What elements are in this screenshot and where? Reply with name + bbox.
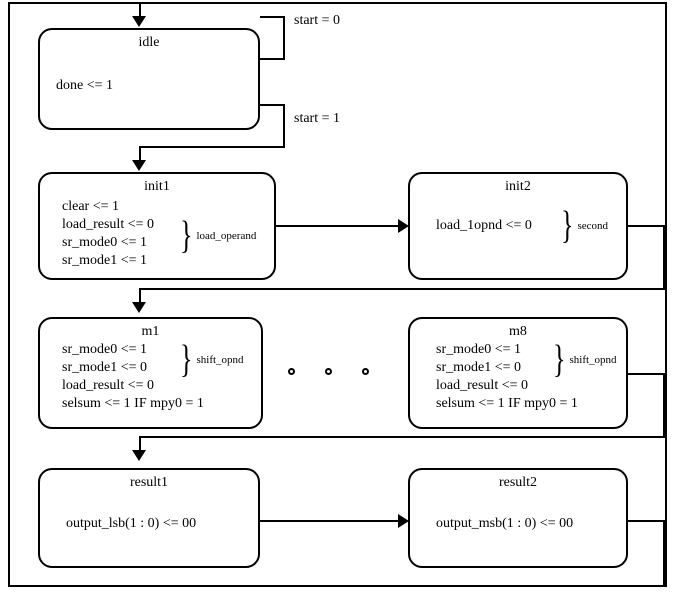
start0-line-h-top <box>260 16 285 18</box>
action-line: selsum <= 1 IF mpy0 = 1 <box>62 396 204 411</box>
state-init2-actions: load_1opnd <= 0 <box>436 217 532 235</box>
action-line: done <= 1 <box>56 78 114 93</box>
state-m1-brace-label: shift_opnd <box>196 354 244 366</box>
state-init2-brace-group: } second <box>561 206 609 245</box>
state-result1-title: result1 <box>129 475 169 490</box>
entry-arrow-m1 <box>132 302 146 313</box>
curly-brace-icon: } <box>561 203 574 247</box>
feedback-m8-h-out <box>628 373 665 375</box>
action-line: load_result <= 0 <box>62 378 154 393</box>
state-m1[interactable]: m1 sr_mode0 <= 1 sr_mode1 <= 0 load_resu… <box>38 317 263 429</box>
action-line: sr_mode0 <= 1 <box>62 235 148 250</box>
feedback-init2-v <box>663 225 665 290</box>
start0-line-h-bottom <box>258 58 285 60</box>
start0-line-v <box>283 16 285 60</box>
entry-arrow-result1 <box>132 450 146 461</box>
state-idle-title: idle <box>138 35 160 50</box>
start1-line-h-top <box>258 104 285 106</box>
action-line: output_lsb(1 : 0) <= 00 <box>66 516 197 531</box>
edge-init1-to-init2 <box>276 225 398 227</box>
ellipsis-dot-1 <box>288 368 295 375</box>
transition-label-start-1: start = 1 <box>294 111 340 126</box>
entry-arrow-idle <box>132 16 146 27</box>
action-line: sr_mode1 <= 0 <box>436 360 522 375</box>
feedback-init2-drop <box>139 288 141 302</box>
action-line: sr_mode0 <= 1 <box>62 342 148 357</box>
state-result2-actions: output_msb(1 : 0) <= 00 <box>436 515 573 533</box>
state-idle-actions: done <= 1 <box>56 77 113 95</box>
arrow-result1-to-result2 <box>398 514 409 528</box>
state-init1-brace-group: } load_operand <box>180 216 257 255</box>
feedback-result2-h-out <box>628 520 665 522</box>
start1-drop-line <box>139 146 141 160</box>
state-result2[interactable]: result2 output_msb(1 : 0) <= 00 <box>408 468 628 568</box>
diagram-outer-frame <box>8 2 667 587</box>
start1-line-v <box>283 104 285 148</box>
action-line: sr_mode1 <= 1 <box>62 253 148 268</box>
state-init1-actions: clear <= 1 load_result <= 0 sr_mode0 <= … <box>62 198 154 270</box>
action-line: selsum <= 1 IF mpy0 = 1 <box>436 396 578 411</box>
ellipsis-dot-2 <box>325 368 332 375</box>
feedback-result2-v <box>663 520 665 585</box>
transition-label-start-0: start = 0 <box>294 13 340 28</box>
state-idle[interactable]: idle done <= 1 <box>38 28 260 130</box>
feedback-m8-h-back <box>139 436 665 438</box>
state-init2-title: init2 <box>505 179 531 194</box>
entry-arrow-init1 <box>132 160 146 171</box>
arrow-init1-to-init2 <box>398 219 409 233</box>
action-line: clear <= 1 <box>62 199 119 214</box>
ellipsis-dot-3 <box>362 368 369 375</box>
state-result1-actions: output_lsb(1 : 0) <= 00 <box>66 515 196 533</box>
state-init2-brace-label: second <box>577 220 609 232</box>
curly-brace-icon: } <box>553 337 566 381</box>
action-line: load_1opnd <= 0 <box>436 218 532 233</box>
state-init1[interactable]: init1 clear <= 1 load_result <= 0 sr_mod… <box>38 172 276 280</box>
edge-result1-to-result2 <box>260 520 398 522</box>
state-m8-title: m8 <box>509 324 527 339</box>
state-result1[interactable]: result1 output_lsb(1 : 0) <= 00 <box>38 468 260 568</box>
action-line: output_msb(1 : 0) <= 00 <box>436 516 574 531</box>
entry-line-to-idle <box>139 2 141 16</box>
curly-brace-icon: } <box>180 337 193 381</box>
state-init1-brace-label: load_operand <box>196 230 257 242</box>
feedback-result1-h-bottom <box>10 585 50 587</box>
state-m8-brace-label: shift_opnd <box>569 354 617 366</box>
feedback-init2-h-out <box>628 225 665 227</box>
state-m8-brace-group: } shift_opnd <box>553 340 617 379</box>
action-line: load_result <= 0 <box>436 378 528 393</box>
feedback-m8-v <box>663 373 665 438</box>
state-m8-actions: sr_mode0 <= 1 sr_mode1 <= 0 load_result … <box>436 341 578 413</box>
action-line: sr_mode1 <= 0 <box>62 360 148 375</box>
state-m8[interactable]: m8 sr_mode0 <= 1 sr_mode1 <= 0 load_resu… <box>408 317 628 429</box>
state-init2[interactable]: init2 load_1opnd <= 0 } second <box>408 172 628 280</box>
state-m1-title: m1 <box>141 324 160 339</box>
state-init1-title: init1 <box>144 179 170 194</box>
state-m1-brace-group: } shift_opnd <box>180 340 244 379</box>
start1-line-h-bottom <box>139 146 285 148</box>
state-m1-actions: sr_mode0 <= 1 sr_mode1 <= 0 load_result … <box>62 341 204 413</box>
state-result2-title: result2 <box>498 475 538 490</box>
action-line: sr_mode0 <= 1 <box>436 342 522 357</box>
curly-brace-icon: } <box>180 213 193 257</box>
feedback-init2-h-back <box>139 288 665 290</box>
feedback-m8-drop <box>139 436 141 450</box>
action-line: load_result <= 0 <box>62 217 154 232</box>
